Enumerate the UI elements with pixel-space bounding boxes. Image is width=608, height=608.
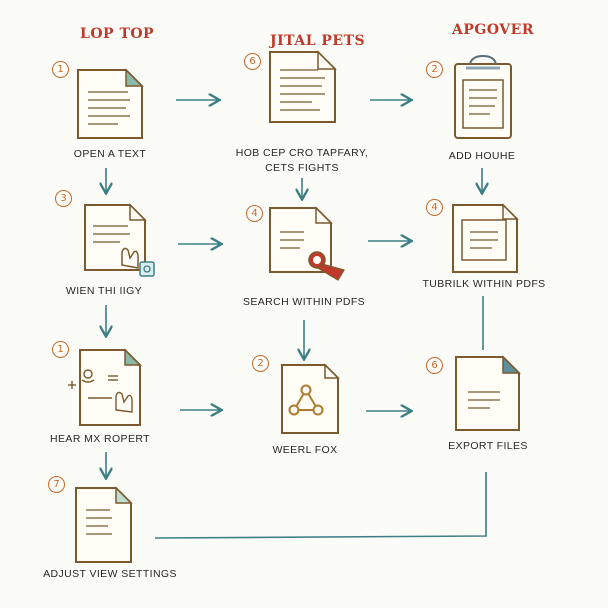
- column-title-2: JITAL PETS: [270, 33, 366, 49]
- step-label: WIEN THI IIGY: [65, 285, 143, 297]
- step-number: 1: [52, 341, 69, 358]
- step-number: 6: [426, 357, 443, 374]
- step-label: WEERL FOX: [272, 444, 338, 456]
- column-title-1: LOP TOP: [80, 26, 155, 42]
- step-label: ADD HOUHE: [448, 150, 516, 162]
- step-label: HEAR MX ROPERT: [50, 433, 150, 445]
- document-icon: [77, 68, 144, 139]
- step-label: TUBRILK WITHIN PDFS: [422, 278, 546, 290]
- document-icon: [75, 486, 133, 563]
- document-hand-icon: [84, 203, 155, 277]
- document-frame-icon: [452, 203, 519, 273]
- step-label: HOB CEP CRO TAPFARY,: [235, 147, 369, 159]
- step-number: 2: [426, 61, 443, 78]
- step-number: 2: [252, 355, 269, 372]
- step-number: 1: [52, 61, 69, 78]
- column-title-3: APGOVER: [452, 22, 534, 38]
- document-share-icon: [281, 363, 340, 434]
- document-icon: [269, 50, 337, 123]
- document-search-icon: [269, 206, 345, 281]
- document-icon: [455, 355, 521, 431]
- step-label: ADJUST VIEW SETTINGS: [43, 568, 177, 580]
- clipboard-icon: [454, 54, 512, 139]
- document-tools-icon: [68, 348, 142, 426]
- step-number: 4: [426, 199, 443, 216]
- step-number: 6: [244, 53, 261, 70]
- step-number: 4: [246, 205, 263, 222]
- step-number: 3: [55, 190, 72, 207]
- step-label: OPEN A TEXT: [73, 148, 147, 160]
- step-label: SEARCH WITHIN PDFS: [242, 296, 366, 308]
- connector-line: [154, 472, 487, 539]
- step-label: CETS FIGHTS: [265, 162, 339, 174]
- step-label: EXPORT FILES: [448, 440, 528, 452]
- step-number: 7: [48, 476, 65, 493]
